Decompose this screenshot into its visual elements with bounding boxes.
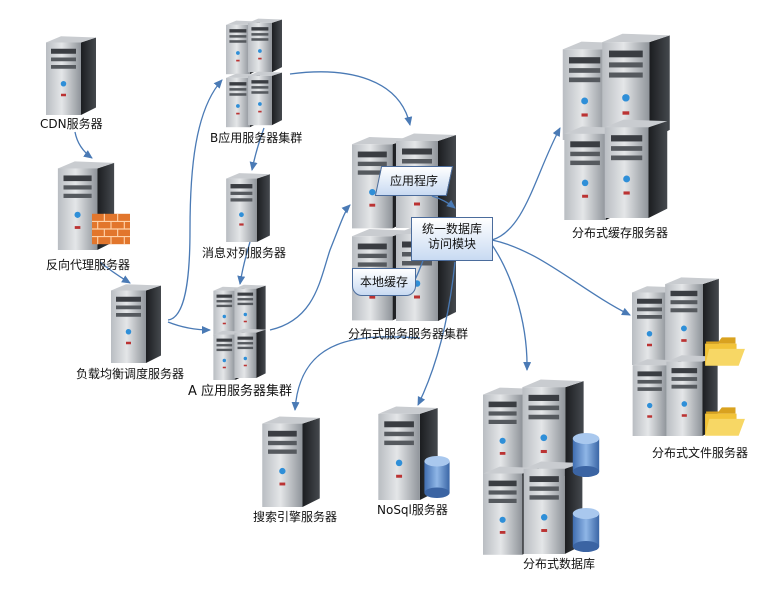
data-access-module-label-line1: 统一数据库 (421, 222, 482, 236)
distributed-file-label: 分布式文件服务器 (652, 446, 749, 460)
folder-icon (705, 407, 745, 436)
arrow-module-to-nosql (417, 261, 456, 406)
arrow-b-to-service (289, 71, 413, 126)
arrow-mq-to-a (237, 241, 251, 285)
arrow-lb-to-a-cluster (167, 321, 211, 334)
local-cache-box: 本地缓存 (352, 268, 416, 296)
application-box: 应用程序 (374, 166, 454, 196)
arrow-lb-to-b-cluster (167, 79, 223, 321)
message-queue-label: 消息对列服务器 (202, 246, 287, 260)
folder-icon (705, 337, 745, 366)
app-cluster-b-label: B应用服务器集群 (210, 131, 303, 145)
reverse-proxy-label: 反向代理服务器 (46, 258, 131, 272)
nosql-server-label: NoSql服务器 (377, 503, 448, 517)
data-access-module-box: 统一数据库 访问模块 (411, 217, 493, 261)
distributed-db-cluster-icon (483, 379, 584, 555)
app-cluster-a-icon (213, 284, 266, 380)
distributed-cache-label: 分布式缓存服务器 (572, 226, 669, 240)
app-cluster-b-icon (226, 18, 282, 128)
app-cluster-a-label: A 应用服务器集群 (188, 384, 293, 399)
distributed-service-label: 分布式服务服务器集群 (348, 327, 469, 341)
data-access-module-label-line2: 访问模块 (427, 237, 476, 251)
cdn-server-icon (46, 36, 96, 115)
distributed-db-label: 分布式数据库 (523, 557, 596, 571)
arrow-app-to-module (431, 195, 456, 209)
distributed-cache-cluster-icon (562, 33, 670, 220)
load-balancer-label: 负载均衡调度服务器 (76, 367, 185, 381)
firewall-icon (92, 213, 130, 245)
search-engine-label: 搜索引擎服务器 (253, 510, 338, 524)
arrow-cdn-to-proxy (74, 131, 93, 159)
arrow-module-to-db (489, 241, 532, 371)
database-cylinder-icon (424, 456, 450, 498)
load-balancer-server-icon (111, 284, 161, 363)
arrow-module-to-cache (491, 127, 561, 241)
application-label: 应用程序 (389, 174, 438, 188)
arrow-module-to-file (491, 239, 631, 316)
arrow-b-to-mq (249, 127, 265, 171)
arrow-a-to-service (269, 204, 351, 331)
cdn-server-label: CDN服务器 (40, 117, 103, 131)
local-cache-label: 本地缓存 (359, 275, 408, 289)
database-cylinder-icon (572, 433, 600, 477)
arrow-module-to-search (291, 336, 421, 411)
search-engine-server-icon (262, 416, 320, 507)
arrow-proxy-to-lb (99, 261, 131, 284)
database-cylinder-icon (572, 508, 600, 552)
message-queue-server-icon (226, 173, 270, 242)
